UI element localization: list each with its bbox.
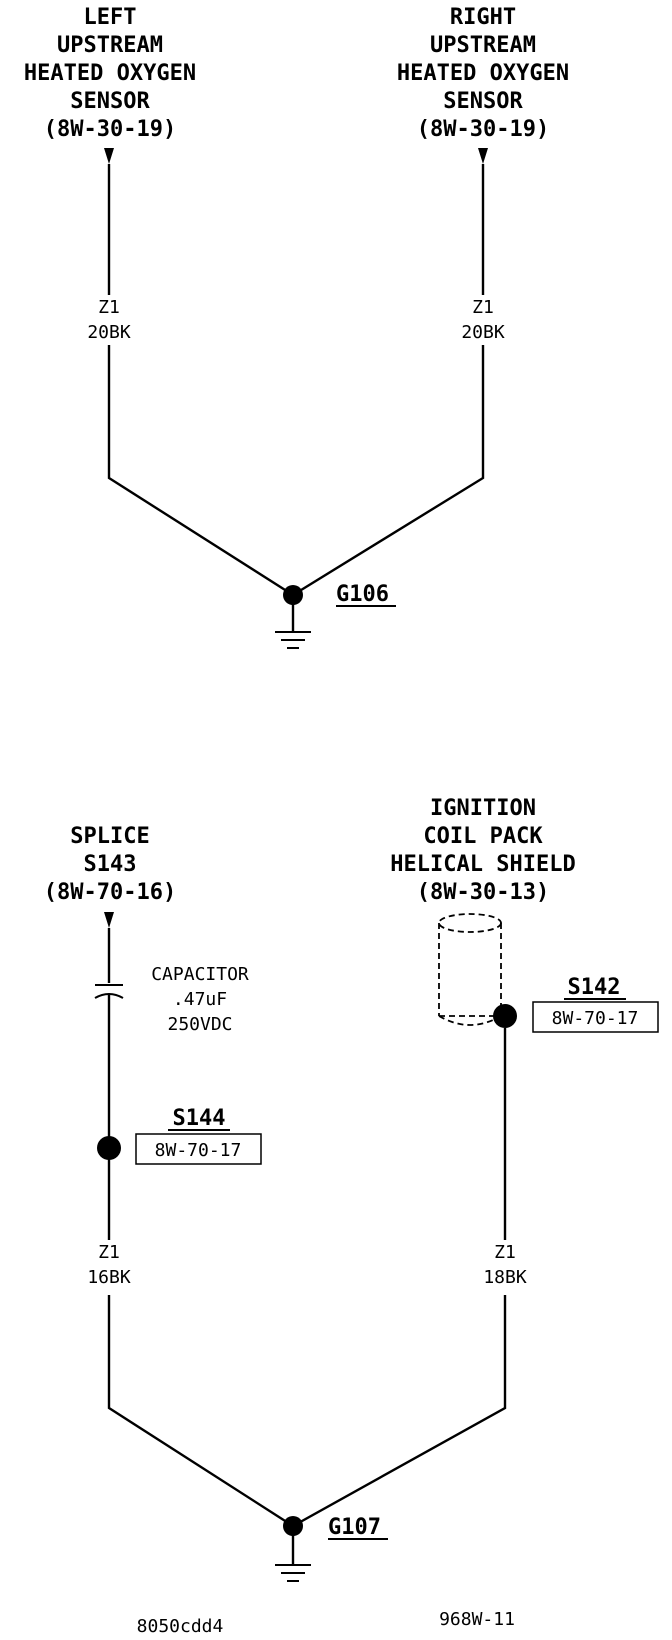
- label-line: UPSTREAM: [57, 33, 163, 58]
- left-wire-lower: [107, 1295, 294, 1528]
- splice-s142-dot: [493, 1004, 517, 1028]
- splice-s142-ref: 8W-70-17: [552, 1008, 639, 1029]
- label-line: COIL PACK: [423, 824, 543, 849]
- right-connector-arrow-icon: [478, 148, 488, 164]
- ground-symbol-icon: [275, 1526, 311, 1582]
- helical-shield-icon: [438, 913, 505, 1026]
- right-wire-lower: [292, 345, 485, 597]
- left-wire-gauge: 20BK: [87, 322, 131, 343]
- splice-connector-arrow-icon: [104, 912, 114, 928]
- label-line: HELICAL SHIELD: [390, 852, 575, 877]
- right-wire-gauge: 20BK: [461, 322, 505, 343]
- left-wire-circuit: Z1: [98, 297, 120, 318]
- capacitor-icon: [94, 984, 124, 999]
- left-wire-lower: [107, 345, 294, 597]
- footer-left-code: 8050cdd4: [137, 1616, 224, 1637]
- splice-s144-ref-box: [135, 1133, 262, 1165]
- splice-s144-label: S144: [173, 1106, 226, 1131]
- capacitor-name: CAPACITOR: [151, 964, 249, 985]
- right-wire-gauge: 18BK: [483, 1267, 527, 1288]
- left-connector-arrow-icon: [104, 148, 114, 164]
- label-line: LEFT: [84, 5, 137, 30]
- label-line: (8W-30-13): [417, 880, 549, 905]
- label-line: HEATED OXYGEN: [24, 61, 196, 86]
- right-wire-circuit: Z1: [494, 1242, 516, 1263]
- capacitor-value: .47uF: [173, 989, 227, 1010]
- label-line: (8W-30-19): [44, 117, 176, 142]
- label-line: UPSTREAM: [430, 33, 536, 58]
- splice-s142-label: S142: [568, 975, 621, 1000]
- label-line: SENSOR: [443, 89, 523, 114]
- label-line: SENSOR: [70, 89, 150, 114]
- left-o2-sensor-label: LEFT UPSTREAM HEATED OXYGEN SENSOR (8W-3…: [24, 5, 196, 142]
- ground-g106-label: G106: [336, 582, 389, 607]
- splice-s144-ref: 8W-70-17: [155, 1140, 242, 1161]
- splice-s143-label: SPLICE S143 (8W-70-16): [44, 824, 176, 905]
- left-wire-circuit: Z1: [98, 1242, 120, 1263]
- label-line: SPLICE: [70, 824, 149, 849]
- label-line: S143: [84, 852, 137, 877]
- left-wire-gauge: 16BK: [87, 1267, 131, 1288]
- label-line: IGNITION: [430, 796, 536, 821]
- label-line: HEATED OXYGEN: [397, 61, 569, 86]
- right-wire-lower: [292, 1295, 507, 1528]
- right-o2-sensor-label: RIGHT UPSTREAM HEATED OXYGEN SENSOR (8W-…: [397, 5, 569, 142]
- label-line: RIGHT: [450, 5, 516, 30]
- capacitor-voltage: 250VDC: [167, 1014, 232, 1035]
- splice-s142-ref-box: [532, 1001, 659, 1033]
- label-line: (8W-30-19): [417, 117, 549, 142]
- ground-symbol-icon: [275, 595, 311, 649]
- ground-g107-label: G107: [328, 1515, 381, 1540]
- ignition-coil-pack-label: IGNITION COIL PACK HELICAL SHIELD (8W-30…: [390, 796, 575, 905]
- footer-right-code: 968W-11: [439, 1609, 515, 1630]
- label-line: (8W-70-16): [44, 880, 176, 905]
- right-wire-circuit: Z1: [472, 297, 494, 318]
- splice-s144-dot: [97, 1136, 121, 1160]
